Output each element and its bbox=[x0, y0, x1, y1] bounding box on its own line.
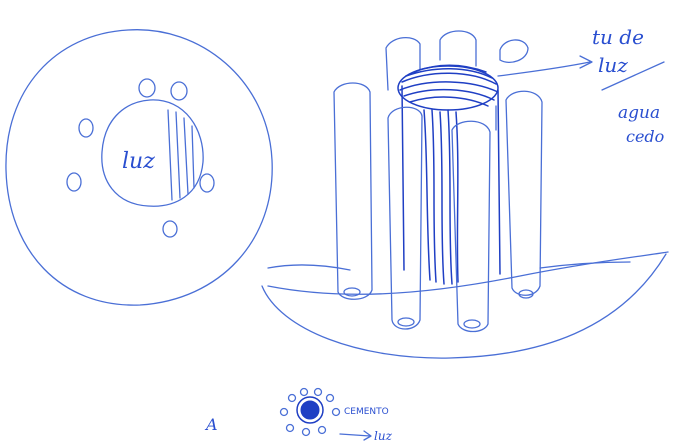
cap-arrow bbox=[498, 62, 590, 76]
label-cedo: cedo bbox=[626, 127, 664, 146]
label-luz-bottom: luz bbox=[374, 429, 393, 443]
label-agua: agua bbox=[618, 103, 660, 123]
label-a: A bbox=[204, 415, 218, 434]
column-bundle bbox=[262, 31, 668, 358]
label-luz-top: luz bbox=[598, 53, 628, 77]
label-tu-de: tu de bbox=[592, 25, 644, 49]
label-cemento: CEMENTO bbox=[344, 407, 389, 417]
left-center-label: luz bbox=[122, 149, 155, 174]
